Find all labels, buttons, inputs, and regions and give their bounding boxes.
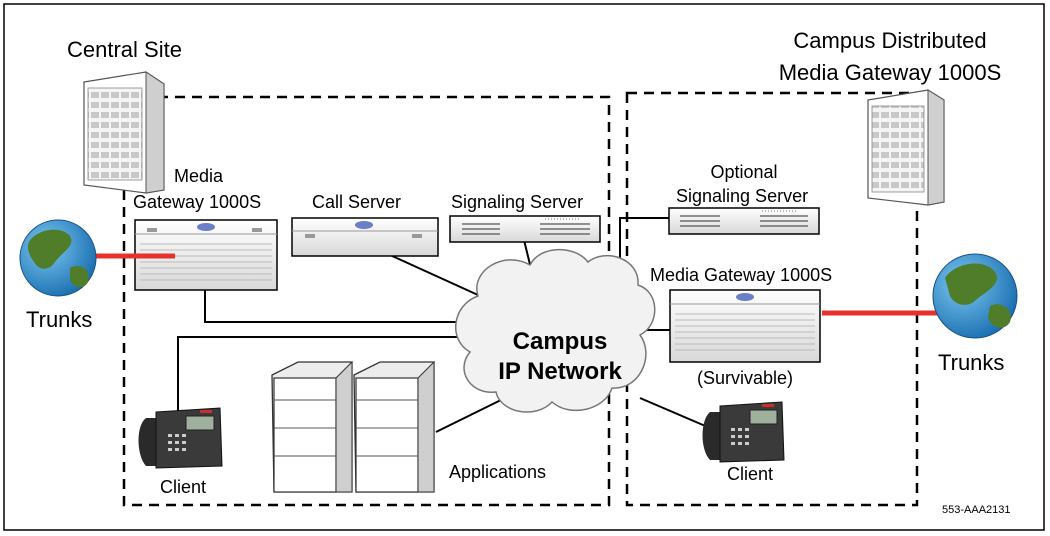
trunks-right-label: Trunks (938, 350, 1005, 375)
client-left-label: Client (160, 477, 207, 497)
link-client-right (639, 397, 711, 429)
building-icon-campus (867, 89, 945, 206)
media-gateway-central-label-line1: Media (174, 166, 224, 186)
phone-icon-right (702, 401, 785, 463)
cloud-label-line2: IP Network (498, 358, 622, 385)
central-site-label: Central Site (67, 37, 182, 62)
optional-signaling-server (668, 207, 820, 235)
trunks-left-label: Trunks (26, 307, 93, 332)
client-right-label: Client (727, 464, 774, 484)
applications-label: Applications (449, 462, 547, 482)
server-rack-icon (271, 360, 353, 493)
optional-ss-label-line1: Optional (710, 162, 778, 182)
building-icon (83, 71, 165, 194)
phone-icon (138, 407, 223, 469)
server-rack-icon-2 (353, 360, 435, 493)
link-client-left (177, 336, 470, 412)
signaling-server-label: Signaling Server (451, 192, 584, 212)
media-gateway-campus (669, 289, 821, 363)
campus-site-label-line2: Media Gateway 1000S (778, 60, 1002, 85)
figure-id-label: 553-AAA2131 (942, 504, 1011, 516)
globe-icon (19, 219, 97, 297)
link-applications (435, 397, 506, 433)
cloud-label-line1: Campus (512, 328, 608, 355)
outer-frame (3, 3, 1045, 531)
globe-icon-right (932, 253, 1018, 339)
call-server-label: Call Server (312, 192, 402, 212)
campus-site-label-line1: Campus Distributed (793, 28, 987, 53)
signaling-server (449, 215, 601, 243)
media-gateway-campus-label: Media Gateway 1000S (650, 265, 833, 285)
cloud-icon (455, 248, 656, 413)
link-mg-central (204, 290, 470, 323)
media-gateway-central-label-line2: Gateway 1000S (133, 192, 262, 212)
optional-ss-label-line2: Signaling Server (676, 186, 809, 206)
survivable-label: (Survivable) (696, 368, 794, 388)
call-server (291, 217, 439, 257)
